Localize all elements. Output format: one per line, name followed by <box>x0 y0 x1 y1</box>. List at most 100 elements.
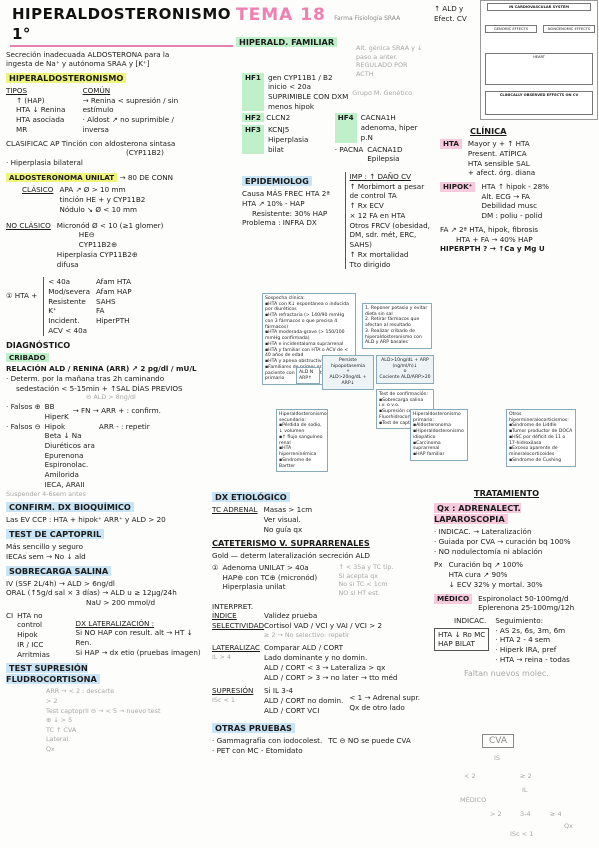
flowchart-text: ▪Síndrome de Bartter <box>279 457 312 469</box>
supresion-item: ALD / CORT no domin. <box>264 695 344 705</box>
imp-item: × 12 FA en HTA <box>349 210 406 220</box>
familiar-faint: Alt. génica SRAA y ↓ paso a anter. REGUL… <box>356 44 423 78</box>
imp-heading: IMP : ↑ DAÑO CV <box>349 172 412 182</box>
lateralizac-item: Lado dominante y no domin. <box>264 653 368 663</box>
falsos-pos-label: · Falsos ⊕ <box>6 402 41 412</box>
pacna-item: CACNA1D <box>367 144 403 154</box>
pacna-row: · PACNA CACNA1D Epilepsia <box>335 145 430 164</box>
lateralizac-item: Comparar ALD / CORT <box>264 643 343 653</box>
cribado-heading: CRIBADO <box>6 352 49 362</box>
seguimiento-item: · HTA → reina - todas <box>495 654 570 664</box>
tipos-label: TIPOS <box>6 86 28 95</box>
section-heading: HIPERALDOSTERONISMO <box>6 72 202 84</box>
tc-block: TC ADRENAL Masas > 1cm Ver visual. No gu… <box>212 505 432 534</box>
indic-item: HTA ↓ Ro MC <box>438 629 486 639</box>
fn-item: Amilorida <box>44 470 79 480</box>
fn-item: Espironolac. <box>44 460 89 470</box>
image-genomic: GENOMIC EFFECTS <box>485 25 537 34</box>
otras-row: OTRAS PRUEBAS <box>212 723 432 734</box>
epi-item: Resistente: 30% HAP <box>252 208 328 218</box>
fa-line: FA ↗ 2ª HTA, hipok, fibrosis <box>440 224 538 234</box>
column-left: HIPERALDOSTERONISMO 1° Secreción inadecu… <box>6 0 233 755</box>
confirm-heading: CONFIRM. DX BIOQUÍMICO <box>6 502 134 513</box>
selectividad-list: Validez prueba Cortisol VAD / VCI y VAI … <box>264 611 382 639</box>
hf2-label: HF2 <box>242 113 264 123</box>
fn-item: Hipok <box>44 421 66 431</box>
flowchart-text: ▪Carcinoma suprarrenal <box>413 440 441 452</box>
ci-group: CI HTA no control Hipok IR / ICC Arritmi… <box>6 611 66 660</box>
tc-label: TC ADRENAL <box>212 505 258 515</box>
hta-item: Mayor y + ↑ HTA <box>467 139 530 149</box>
noclasico-item: Micronód Ø < 10 (≥1 glomer) <box>56 220 164 230</box>
cva-node: Qx <box>564 822 573 830</box>
cva-node: MÉDICO <box>460 796 487 804</box>
image-heart: HEART <box>485 53 593 85</box>
comun-list: COMÚN → Renina < supresión / sin estímul… <box>83 86 202 135</box>
supresion-label-group: SUPRESIÓN ISc < 1 <box>212 686 258 715</box>
clasico-block: CLÁSICO APA ↗ Ø > 10 mm tinción HE + y C… <box>6 185 202 214</box>
falsos-neg-block: · Falsos ⊖ Hipok Beta ↓ Na Diuréticos ar… <box>6 422 202 490</box>
flowchart-text: ▪Síndrome de Liddle <box>509 423 557 429</box>
noclasico-item: CYP11B2⊕ <box>78 240 118 250</box>
flowchart-otros-box: Otros hipermineralocorticismos: ▪Síndrom… <box>506 409 576 467</box>
noclasico-list: Micronód Ø < 10 (≥1 glomer) HE⊖ CYP11B2⊕… <box>57 221 164 270</box>
medico-item: Espironolact 50-100mg/d <box>478 593 569 603</box>
tipo-item: HTA asociada MR <box>16 115 65 134</box>
subject-label: Farma Fisiología SRAA <box>334 15 401 22</box>
gold-line: Gold — determ lateralización secreción A… <box>212 551 370 561</box>
selectividad-label: ÍNDICE SELECTIVIDAD <box>212 611 265 630</box>
lateralizac-item: ALD / CORT < 3 → Lateraliza > qx <box>264 662 386 672</box>
falsos-pos-list: BB HiperK <box>45 402 69 421</box>
supresion-list: Si IL 3-4 ALD / CORT no domin. ALD / COR… <box>264 686 343 715</box>
flowchart-text: Hiperaldosteronismo primario: <box>413 412 461 423</box>
ci-list: HTA no control Hipok IR / ICC Arritmias <box>17 611 65 660</box>
epi-row: EPIDEMIOLOG <box>242 176 337 187</box>
intro-text: Secreción inadecuada ALDOSTERONA para la… <box>6 50 202 69</box>
etio-column: DX ETIOLÓGICO TC ADRENAL Masas > 1cm Ver… <box>212 488 432 756</box>
hf1-list: gen CYP11B1 / B2 inicio < 20a SUPRIMIBLE… <box>268 73 348 112</box>
top-note-line: Efect. CV <box>434 13 467 23</box>
px-label: Px <box>434 560 443 570</box>
flowchart-text: Otros hipermineralocorticismos: <box>509 412 569 423</box>
diagnostic-flowchart: Sospecha clínica: ▪HTA con K↓ espontánea… <box>262 293 576 473</box>
noclasico-block: NO CLÁSICO Micronód Ø < 10 (≥1 glomer) H… <box>6 221 202 270</box>
hipok-block: HIPOK⁺ HTA ↑ hipok - 28% Alt. ECG → FA D… <box>440 181 596 221</box>
page-title: HIPERALDOSTERONISMO 1° <box>10 4 233 47</box>
flowchart-text: ALD>10ng/dL + ARP (ng/ml/h)↓ <box>381 358 429 369</box>
criterios-lead-text: HTA + <box>14 291 38 301</box>
epi-item: HTA ↗ 10% - HAP <box>242 198 305 208</box>
cva-node: > 2 <box>490 810 502 818</box>
hta-list: Mayor y + ↑ HTA Present. ATÍPICA HTA sen… <box>468 139 535 178</box>
hf4-item: adenoma, hiper p.N <box>360 123 418 142</box>
flowchart-text: o <box>403 369 407 375</box>
hta-item: Present. ATÍPICA <box>467 148 527 158</box>
otras-list: · Gammagrafía con iodocolest. · PET con … <box>212 736 322 755</box>
supresion-faint: ISc < 1 <box>212 695 235 704</box>
ci-block: CI HTA no control Hipok IR / ICC Arritmi… <box>6 611 202 660</box>
cateter-list: Adenoma UNILAT > 40a HAP⊕ con TC⊕ (micro… <box>222 563 334 598</box>
selectividad-block: ÍNDICE SELECTIVIDAD Validez prueba Corti… <box>212 611 432 639</box>
captopril-item: IECAs sem → No ↓ ald <box>6 551 86 561</box>
seguimiento-item: · AS 2s, 6s, 3m, 6m <box>495 625 566 635</box>
selectividad-item: Cortisol VAD / VCI y VAI / VCI > 2 <box>264 621 383 630</box>
qx-row: Qx : ADRENALECT. LAPAROSCOPIA <box>434 503 596 525</box>
flowchart-text: 1. Reponer potasio y evitar dieta sin sa… <box>365 306 428 317</box>
lateralizac-item: ALD / CORT > 3 → no later → tto méd <box>264 672 398 682</box>
confirm-line: Las EV CCP : HTA + hipok⁺ ARR⁺ y ALD > 2… <box>6 515 166 525</box>
hf1-block: HF1 gen CYP11B1 / B2 inicio < 20a SUPRIM… <box>242 72 430 112</box>
adenoma-heading: ALDOSTERONOMA UNILAT <box>6 172 118 182</box>
flowchart-text: ALD N <box>299 370 314 375</box>
etio-heading: DX ETIOLÓGICO <box>212 492 290 502</box>
flowchart-ald10-box: ALD>10ng/dL + ARP (ng/ml/h)↓ o Cociente … <box>376 355 434 384</box>
salina-item: ORAL (↑5g/d sal × 3 días) → ALD u ≥ 12µg… <box>6 588 177 598</box>
hf-right: HF4 CACNA1H adenoma, hiper p.N · PACNA C… <box>334 113 430 164</box>
flowchart-text: ▪HTA refractaria (> 140/90 mmHg con 3 fá… <box>265 313 345 330</box>
selectividad-faint: ≥ 2 → No selectivo: repetir <box>264 630 350 639</box>
hipok-item: DM : poliu - polid <box>481 211 543 221</box>
cva-flow: CVA IS < 2 ≥ 2 MÉDICO IL > 2 3-4 ≥ 4 Qx … <box>460 730 590 846</box>
ci-item: Hipok <box>17 630 38 640</box>
flowchart-text: ▪HTA con K↓ espontánea o inducida por di… <box>265 301 349 313</box>
lateralizac-faint: IL > 4 <box>212 653 231 662</box>
hf2-value: CLCN2 <box>266 113 291 123</box>
flowchart-text: ▪HAP familiar <box>413 452 445 458</box>
